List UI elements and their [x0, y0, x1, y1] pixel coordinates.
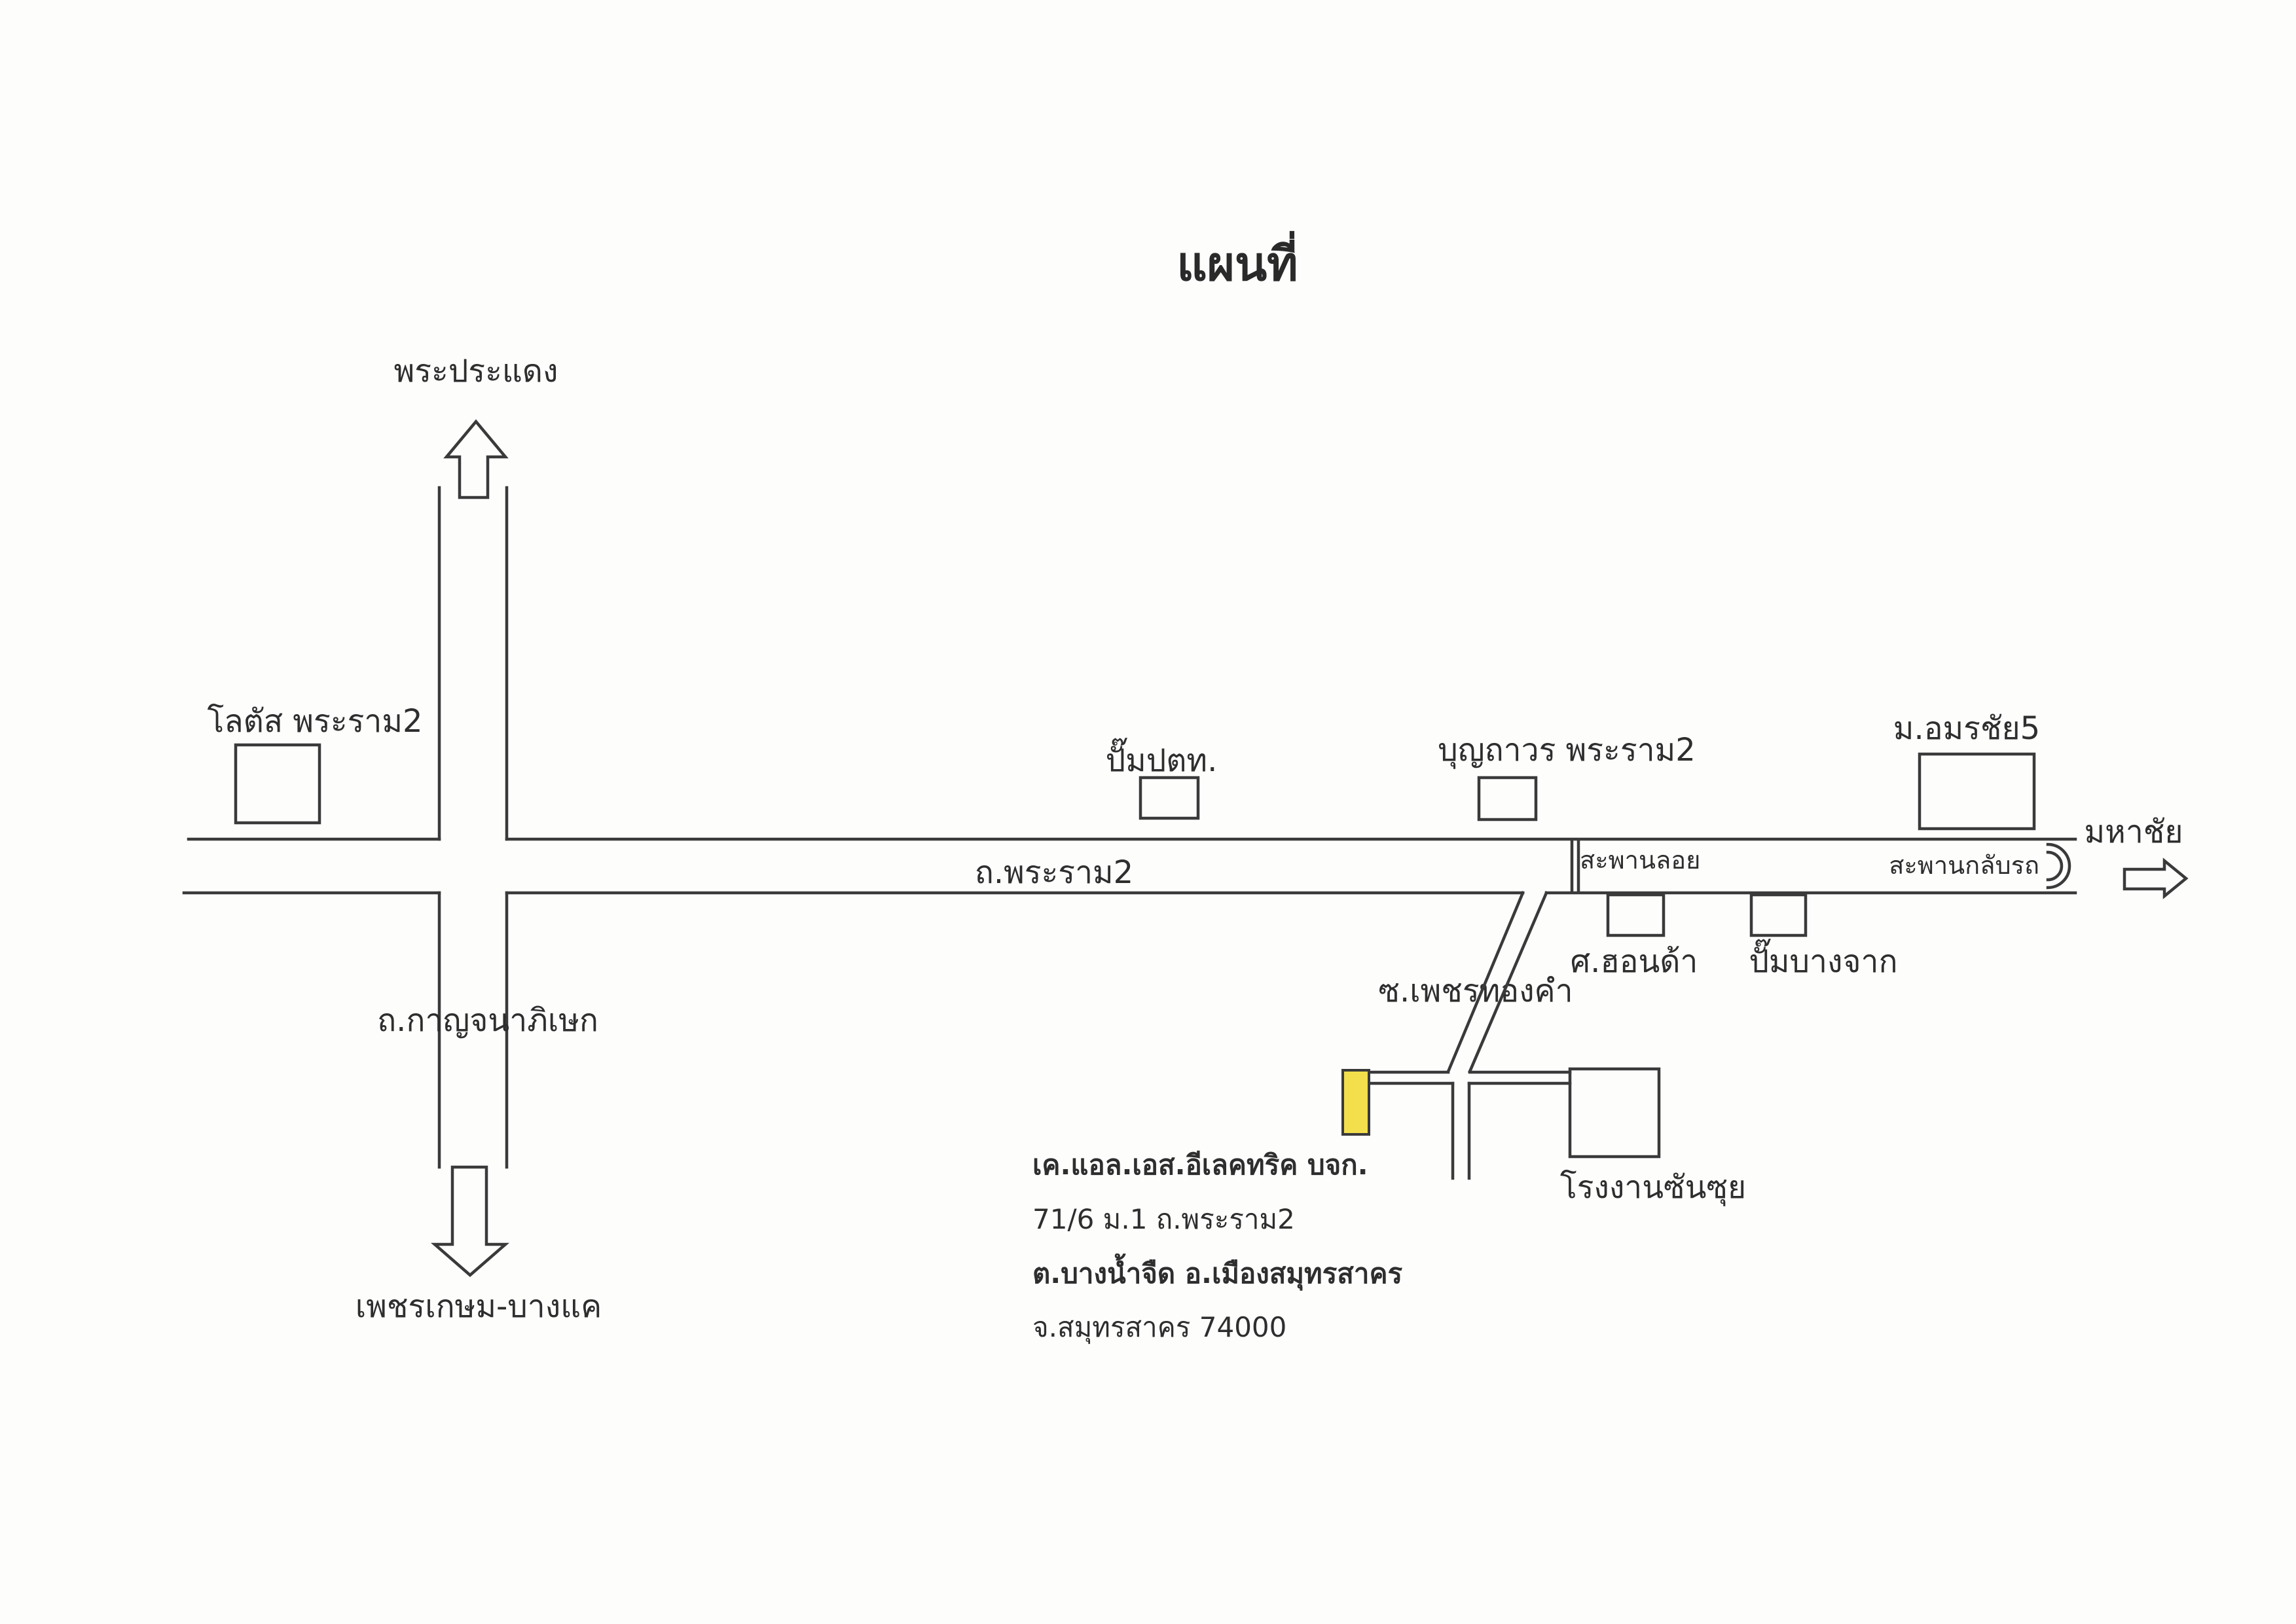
building-ptt [1139, 776, 1200, 820]
road-edge [1446, 891, 1525, 1074]
footbridge-label: สะพานลอย [1580, 846, 1700, 875]
road-main-label: ถ.พระราม2 [975, 854, 1133, 891]
direction-north-label: พระประแดง [394, 353, 558, 389]
landmark-bangchak-label: ปั๊มบางจาก [1749, 939, 1897, 980]
road-soi-petchthongkham [1446, 891, 1548, 1074]
road-rama2 [182, 837, 2077, 895]
building-lotus [234, 743, 321, 825]
uturn-icon [2046, 842, 2071, 890]
direction-south-label: เพชรเกษม-บางแค [355, 1288, 602, 1325]
building-company-highlight [1341, 1069, 1370, 1136]
uturn-inner-arc [2046, 850, 2064, 882]
building-honda [1606, 893, 1666, 937]
address-line-2: ต.บางน้ำจืด อ.เมืองสมุทรสาคร [1032, 1253, 1403, 1291]
company-name: เค.แอล.เอส.อีเลคทริค บจก. [1032, 1149, 1368, 1181]
landmark-boonthavorn-label: บุญถาวร พระราม2 [1438, 732, 1696, 769]
map-title: แผนที่ [1176, 230, 1298, 291]
road-kanchanaphisek [437, 486, 509, 1169]
landmark-honda-label: ศ.ฮอนด้า [1571, 943, 1698, 980]
company-address: เค.แอล.เอส.อีเลคทริค บจก. 71/6 ม.1 ถ.พระ… [1032, 1149, 1403, 1344]
landmark-ptt-label: ปั๊มปตท. [1106, 738, 1218, 779]
landmark-lotus-label: โลตัส พระราม2 [207, 703, 422, 740]
arrow-up-icon [443, 419, 509, 499]
road-edge [1468, 891, 1548, 1074]
building-boonthavorn [1477, 776, 1538, 821]
uturn-label: สะพานกลับรถ [1889, 851, 2039, 880]
arrow-down-icon [430, 1165, 510, 1277]
address-line-3: จ.สมุทรสาคร 74000 [1032, 1311, 1286, 1344]
building-amornchai [1918, 752, 2036, 831]
direction-east-label: มหาชัย [2085, 814, 2183, 850]
road-cross-label: ถ.กาญจนาภิเษก [377, 1002, 598, 1039]
building-sansui [1568, 1067, 1661, 1159]
arrow-right-icon [2123, 857, 2189, 899]
footbridge-marker [1570, 839, 1580, 892]
road-side-access [1367, 1070, 1572, 1180]
landmark-amornchai-label: ม.อมรชัย5 [1893, 710, 2040, 747]
address-line-1: 71/6 ม.1 ถ.พระราม2 [1032, 1203, 1295, 1235]
building-bangchak [1749, 893, 1808, 937]
landmark-sansui-label: โรงงานซันซุย [1560, 1169, 1746, 1206]
uturn-outer-arc [2046, 842, 2071, 890]
